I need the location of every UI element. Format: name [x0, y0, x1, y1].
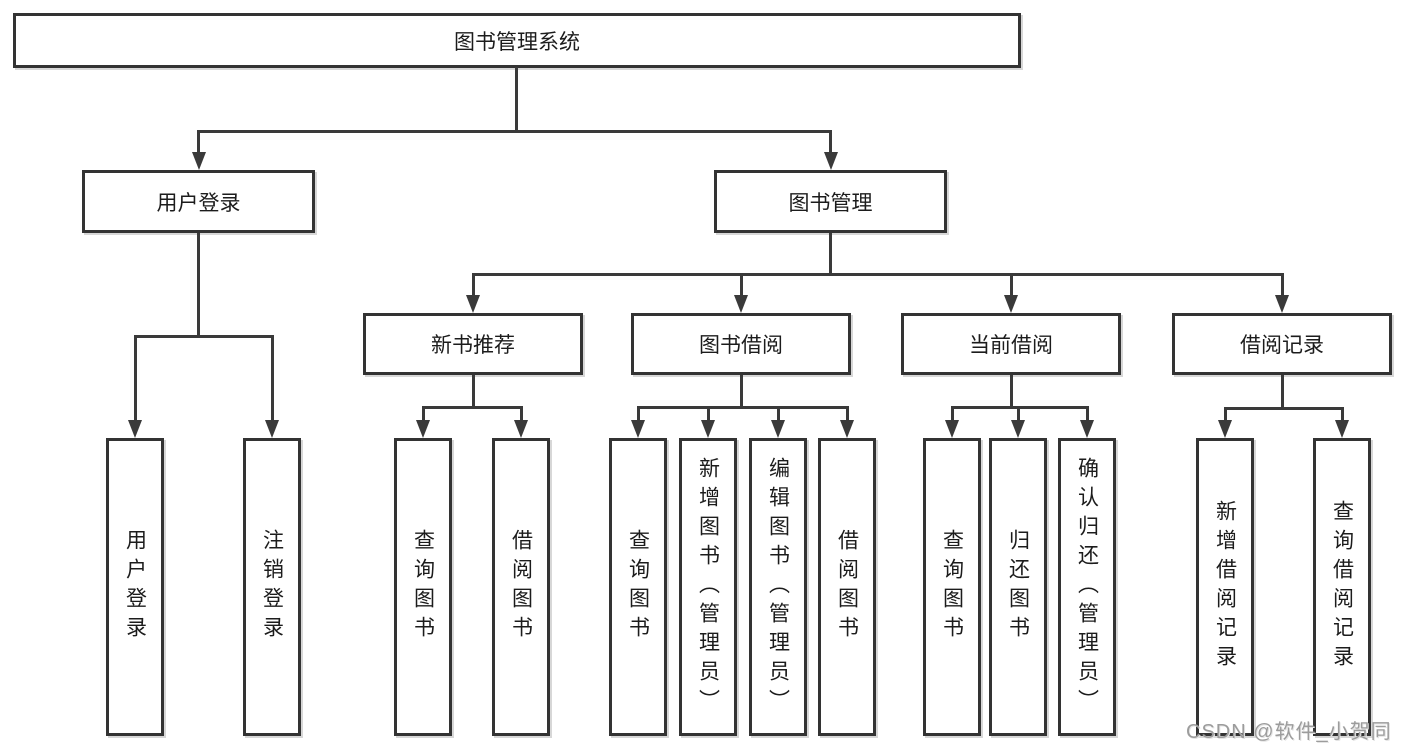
connector-user-login-drop [197, 233, 200, 335]
connector-stem [637, 406, 640, 422]
leaf-label: 查询图书 [940, 529, 964, 645]
connector-borrowing-drop [740, 375, 743, 406]
arrow-down-icon [265, 420, 279, 438]
node-book-management: 图书管理 [714, 170, 947, 233]
arrow-down-icon [1004, 295, 1018, 313]
connector-stem [1224, 407, 1227, 422]
connector-stem [1017, 406, 1020, 422]
leaf-return-books: 归还图书 [989, 438, 1047, 736]
connector-stem [197, 130, 200, 154]
arrow-down-icon [701, 420, 715, 438]
arrow-down-icon [416, 420, 430, 438]
leaf-add-borrow-record: 新增借阅记录 [1196, 438, 1254, 736]
connector-stem [707, 406, 710, 422]
node-label: 图书管理 [788, 191, 873, 215]
leaf-label: 编辑图书（管理员） [766, 456, 790, 718]
connector-root-drop [515, 67, 518, 130]
leaf-current-query-books: 查询图书 [923, 438, 981, 736]
arrow-down-icon [631, 420, 645, 438]
node-borrowing-records: 借阅记录 [1172, 313, 1392, 375]
connector-stem [777, 406, 780, 422]
connector-recommend-branch [422, 406, 523, 409]
leaf-label: 新增图书（管理员） [696, 456, 720, 718]
connector-stem [422, 406, 425, 422]
csdn-watermark: CSDN @软件_小贺同学 [1186, 721, 1392, 743]
node-label: 新书推荐 [431, 334, 515, 357]
leaf-query-borrow-record: 查询借阅记录 [1313, 438, 1371, 736]
node-label: 图书借阅 [699, 334, 783, 357]
connector-stem [1010, 273, 1013, 295]
node-current-borrowing: 当前借阅 [901, 313, 1121, 375]
connector-records-drop [1281, 375, 1284, 407]
leaf-recommend-borrow-books: 借阅图书 [492, 438, 550, 736]
leaf-edit-books-admin: 编辑图书（管理员） [749, 438, 807, 736]
node-library-management-system: 图书管理系统 [13, 13, 1021, 68]
leaf-label: 借阅图书 [835, 529, 859, 645]
leaf-borrowing-query-books: 查询图书 [609, 438, 667, 736]
node-label: 借阅记录 [1240, 334, 1324, 357]
arrow-down-icon [840, 420, 854, 438]
arrow-down-icon [945, 420, 959, 438]
arrow-down-icon [466, 295, 480, 313]
connector-stem [1341, 407, 1344, 422]
connector-stem [1281, 273, 1284, 295]
leaf-logout: 注销登录 [243, 438, 301, 736]
connector-borrowing-branch [637, 406, 849, 409]
leaf-label: 归还图书 [1006, 529, 1030, 645]
connector-stem [134, 335, 137, 422]
connector-root-branch [197, 130, 832, 133]
connector-recommend-drop [472, 375, 475, 406]
leaf-label: 用户登录 [123, 529, 147, 645]
leaf-label: 新增借阅记录 [1213, 500, 1237, 674]
node-book-borrowing: 图书借阅 [631, 313, 851, 375]
connector-stem [1086, 406, 1089, 422]
node-label: 当前借阅 [969, 334, 1053, 357]
arrow-down-icon [771, 420, 785, 438]
node-label: 用户登录 [156, 191, 241, 215]
arrow-down-icon [128, 420, 142, 438]
connector-stem [520, 406, 523, 422]
arrow-down-icon [734, 295, 748, 313]
connector-records-branch [1224, 407, 1344, 410]
node-label: 图书管理系统 [454, 30, 580, 54]
connector-stem [951, 406, 954, 422]
arrow-down-icon [192, 152, 206, 170]
connector-user-login-branch [134, 335, 274, 338]
leaf-label: 注销登录 [260, 529, 284, 645]
leaf-label: 查询图书 [411, 529, 435, 645]
leaf-confirm-return-admin: 确认归还（管理员） [1058, 438, 1116, 736]
leaf-label: 查询借阅记录 [1330, 500, 1354, 674]
connector-stem [846, 406, 849, 422]
connector-book-management-drop [829, 233, 832, 273]
arrow-down-icon [1335, 420, 1349, 438]
connector-stem [472, 273, 475, 295]
leaf-label: 查询图书 [626, 529, 650, 645]
arrow-down-icon [1218, 420, 1232, 438]
leaf-recommend-query-books: 查询图书 [394, 438, 452, 736]
connector-stem [829, 130, 832, 154]
connector-stem [271, 335, 274, 422]
arrow-down-icon [824, 152, 838, 170]
leaf-add-books-admin: 新增图书（管理员） [679, 438, 737, 736]
leaf-label: 确认归还（管理员） [1075, 456, 1099, 718]
arrow-down-icon [1011, 420, 1025, 438]
leaf-borrowing-borrow-books: 借阅图书 [818, 438, 876, 736]
node-new-book-recommendation: 新书推荐 [363, 313, 583, 375]
connector-stem [740, 273, 743, 295]
arrow-down-icon [514, 420, 528, 438]
connector-current-branch [951, 406, 1089, 409]
connector-current-drop [1010, 375, 1013, 406]
node-user-login: 用户登录 [82, 170, 315, 233]
arrow-down-icon [1080, 420, 1094, 438]
leaf-label: 借阅图书 [509, 529, 533, 645]
connector-book-management-branch [472, 273, 1284, 276]
arrow-down-icon [1275, 295, 1289, 313]
leaf-user-login: 用户登录 [106, 438, 164, 736]
